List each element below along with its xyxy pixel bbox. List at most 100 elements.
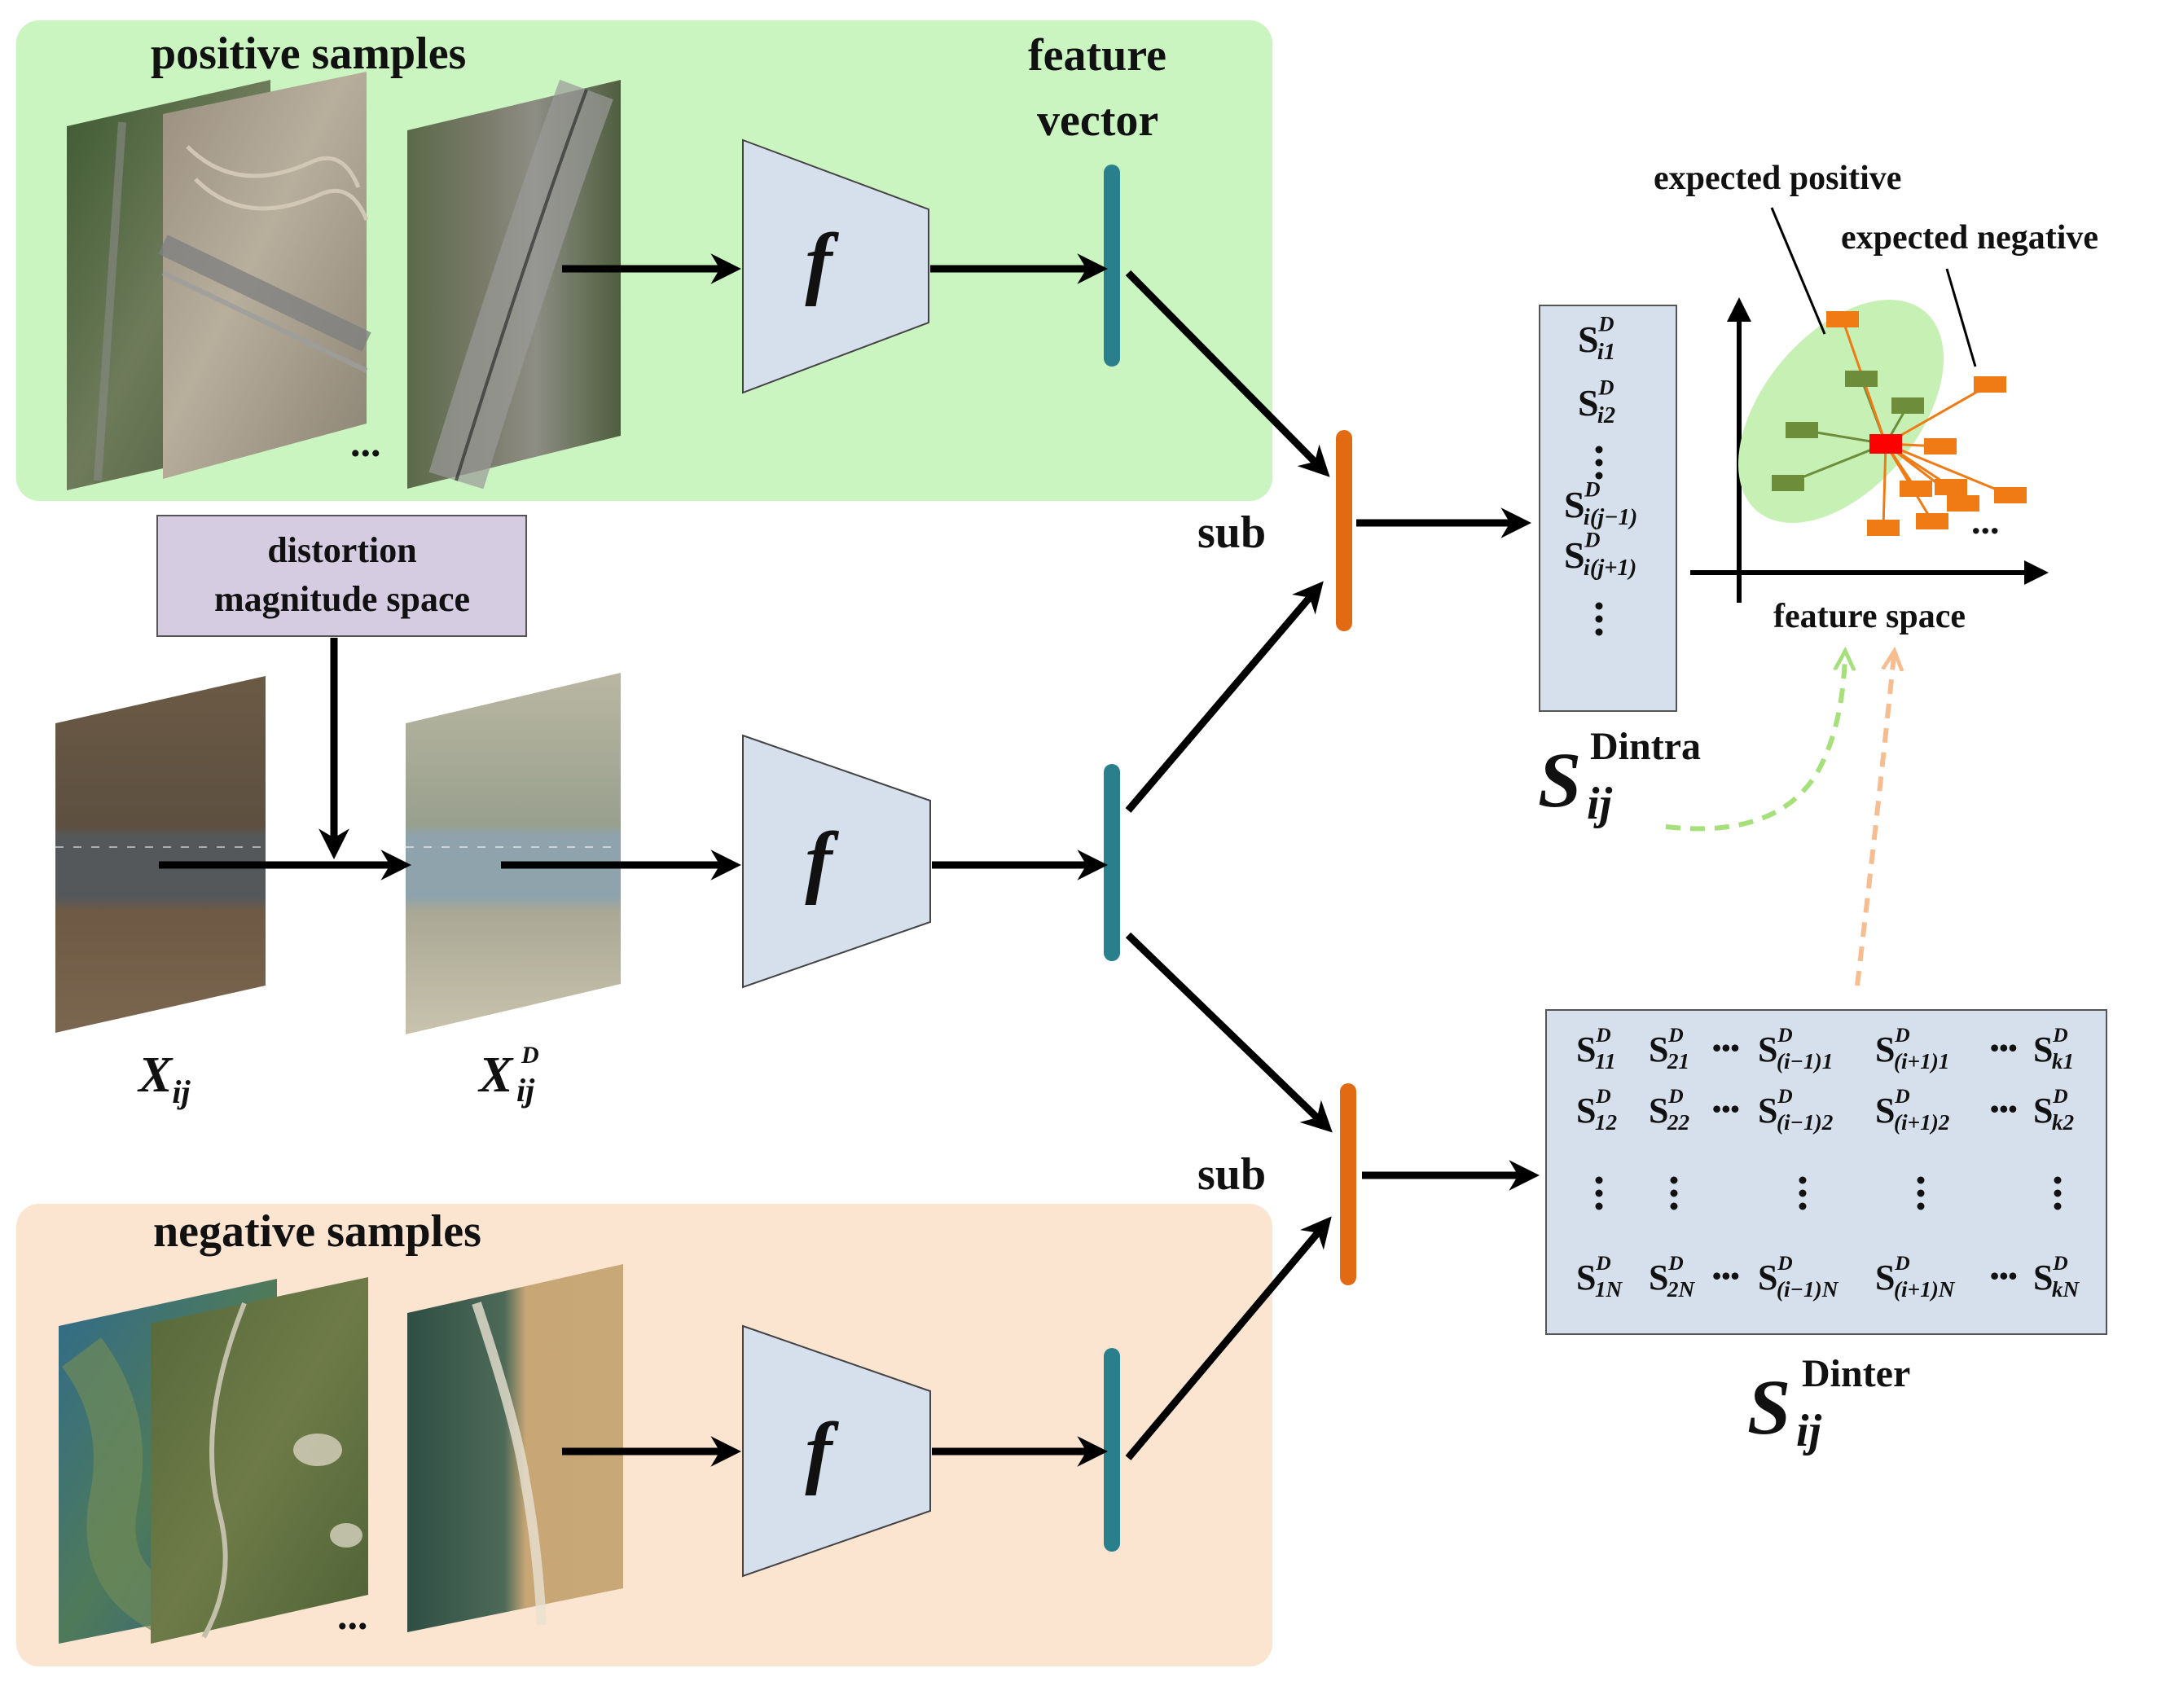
expected-positive-point	[1786, 422, 1818, 438]
expected-negative-point	[1994, 487, 2027, 503]
svg-text:Xij: Xij	[137, 1047, 191, 1110]
s-entry-sup: D	[1777, 1084, 1792, 1108]
vertical-ellipsis	[1917, 1176, 1925, 1210]
orange-dashed-arrow	[1855, 656, 1894, 986]
svg-text:magnitude space: magnitude space	[214, 579, 470, 619]
feature-space-ellipsis: ...	[1971, 500, 2000, 542]
vertical-ellipsis	[1799, 1176, 1807, 1210]
s-entry-sup: D	[1667, 1084, 1683, 1108]
expected-negative-point	[1935, 479, 1967, 495]
s-entry-sup: D	[1595, 1023, 1610, 1047]
feature-space-plot: ... feature space expected positive expe…	[1654, 160, 2098, 635]
s-entry-base: S	[2033, 1258, 2053, 1297]
encoder-positive: f	[742, 138, 929, 394]
s-entry-sub: 12	[1595, 1110, 1617, 1135]
negative-sample-image-2	[151, 1277, 368, 1644]
s-entry-sup: D	[2052, 1251, 2067, 1275]
s-entry-sub: 1N	[1595, 1277, 1623, 1302]
s-entry-sup: D	[1777, 1251, 1792, 1275]
negative-sample-image-3	[407, 1264, 623, 1632]
s-entry-base: S	[1875, 1030, 1895, 1069]
input-image-x-ij	[55, 676, 266, 1033]
x-d-ij-label: X ij D	[477, 1042, 539, 1109]
s-entry-base: S	[1576, 1030, 1596, 1069]
expected-positive-point	[1845, 371, 1878, 387]
s-entry-sub: 22	[1667, 1110, 1689, 1135]
s-entry-sub: (i+1)1	[1894, 1049, 1950, 1074]
s-entry-sup: D	[2052, 1084, 2067, 1108]
svg-text:Dintra: Dintra	[1590, 725, 1701, 768]
inter-matrix-box	[1545, 1009, 2107, 1335]
distortion-magnitude-space-box: distortion magnitude space	[156, 515, 527, 637]
expected-negative-point	[1947, 495, 1979, 512]
feature-space-label: feature space	[1773, 598, 1966, 635]
sub-label-bottom: sub	[1197, 1149, 1266, 1200]
positive-sample-image-3	[407, 79, 621, 490]
vertical-ellipsis	[1670, 1176, 1678, 1210]
expected-negative-point	[1867, 520, 1900, 536]
s-entry-sup: D	[1894, 1023, 1909, 1047]
s-entry-sub: i1	[1597, 340, 1615, 365]
anchor-point	[1869, 434, 1902, 454]
s-entry-sup: D	[2052, 1023, 2067, 1047]
s-entry-sup: D	[1595, 1084, 1610, 1108]
feature-vector-label-line1: feature	[1028, 30, 1166, 81]
svg-text:ij: ij	[1796, 1406, 1822, 1456]
s-entry-base: S	[1578, 382, 1599, 424]
expected-negative-point	[1924, 438, 1957, 454]
s-entry-base: S	[1758, 1030, 1777, 1069]
s-entry-base: S	[1649, 1030, 1668, 1069]
expected-positive-point	[1891, 397, 1924, 414]
s-entry-sup: D	[1667, 1023, 1683, 1047]
arrow-anchor-to-sub-inter	[1125, 932, 1333, 1133]
vertical-ellipsis	[1595, 602, 1603, 636]
s-entry-sup: D	[1894, 1251, 1909, 1275]
svg-text:S: S	[1747, 1363, 1790, 1451]
s-entry-base: S	[1649, 1091, 1668, 1131]
horizontal-ellipsis: •••	[1990, 1261, 2018, 1290]
s-entry-base: S	[1564, 534, 1585, 576]
arrow-pos-vector-to-sub	[1125, 270, 1330, 477]
svg-text:ij: ij	[516, 1072, 535, 1109]
s-entry-base: S	[1576, 1258, 1596, 1297]
svg-text:D: D	[521, 1042, 539, 1069]
s-entry-sup: D	[1595, 1251, 1610, 1275]
distorted-image-x-d-ij	[406, 673, 621, 1034]
x-ij-label: Xij	[137, 1047, 191, 1110]
expected-positive-pointer	[1770, 207, 1826, 335]
expected-positive-label: expected positive	[1654, 160, 1901, 197]
s-entry-sub: 2N	[1667, 1277, 1696, 1302]
s-entry-sup: D	[1584, 477, 1600, 502]
svg-text:X: X	[477, 1047, 514, 1103]
expected-negative-point	[1900, 481, 1932, 497]
svg-text:Dinter: Dinter	[1802, 1352, 1910, 1395]
positive-sample-image-2	[158, 72, 371, 479]
vertical-ellipsis	[1595, 1176, 1603, 1210]
horizontal-ellipsis: •••	[1990, 1033, 2018, 1062]
s-entry-base: S	[1758, 1091, 1777, 1131]
expected-negative-label: expected negative	[1841, 219, 2098, 257]
s-entry-sub: k1	[2052, 1049, 2074, 1074]
s-entry-base: S	[1875, 1091, 1895, 1131]
s-entry-sub: i(j+1)	[1584, 555, 1636, 581]
positive-cluster-ellipse	[1738, 300, 1944, 523]
s-entry-base: S	[1578, 318, 1599, 360]
horizontal-ellipsis: •••	[1990, 1094, 2018, 1123]
s-entry-sub: (i+1)N	[1894, 1277, 1956, 1302]
s-entry-sup: D	[1584, 528, 1600, 552]
green-dashed-arrow	[1665, 656, 1845, 832]
s-entry-base: S	[1576, 1091, 1596, 1131]
